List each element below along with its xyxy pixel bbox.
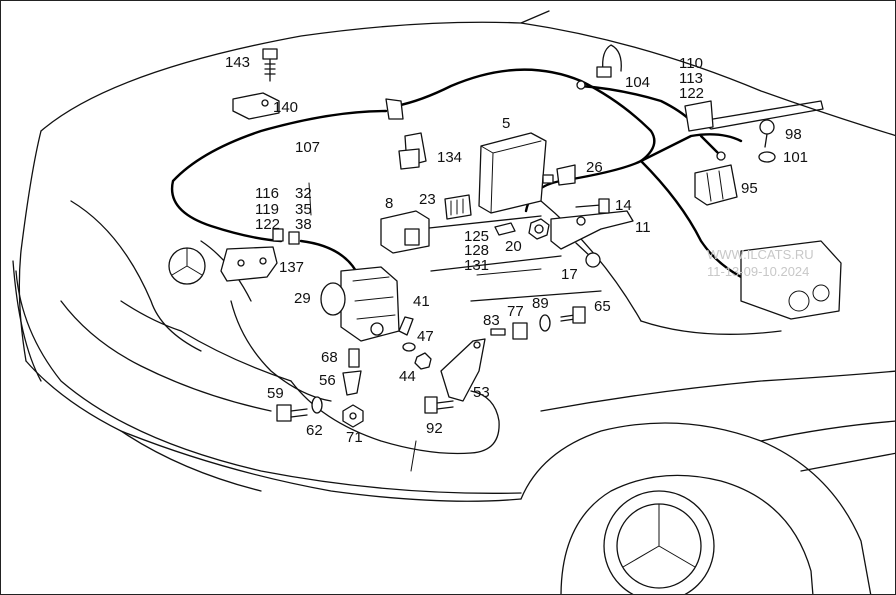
callout-137: 137: [279, 259, 304, 276]
component-14-bolt: [575, 198, 610, 214]
component-17-bolt: [575, 242, 601, 268]
component-125-strip: [494, 222, 516, 236]
component-47-washer: [402, 342, 416, 352]
callout-104: 104: [625, 74, 650, 91]
callout-110: 110: [679, 55, 703, 72]
callout-116: 116: [255, 185, 279, 202]
callout-134: 134: [437, 149, 462, 166]
callout-143: 143: [225, 54, 250, 71]
callout-95: 95: [741, 180, 758, 197]
callout-56: 56: [319, 372, 336, 389]
callout-71: 71: [346, 429, 363, 446]
callout-11: 11: [635, 219, 651, 236]
component-71-nut: [342, 404, 364, 428]
component-68-plug: [348, 348, 360, 368]
component-101-washer: [758, 151, 776, 163]
component-23-plug: [444, 194, 472, 220]
callout-107: 107: [295, 139, 320, 156]
component-44-nut: [414, 352, 432, 370]
component-98-screw: [759, 119, 775, 148]
component-5-control-unit: [478, 132, 554, 214]
component-59-bolt: [276, 404, 308, 422]
component-8-module: [380, 210, 430, 254]
callout-32: 32: [295, 185, 312, 202]
callout-98: 98: [785, 126, 802, 143]
component-harness-clip: [385, 98, 404, 120]
callout-101: 101: [783, 149, 808, 166]
component-89-ring: [539, 314, 551, 332]
callout-140: 140: [273, 99, 298, 116]
component-41-lever: [398, 316, 414, 336]
callout-89: 89: [532, 295, 549, 312]
callout-83: 83: [483, 312, 500, 329]
callout-92: 92: [426, 420, 443, 437]
component-140-bracket: [232, 92, 280, 120]
component-77-bushing: [512, 322, 528, 340]
component-56-bracket: [342, 370, 362, 396]
watermark-date: 11-13-09-10.2024: [707, 264, 809, 279]
component-20-nut: [528, 218, 550, 240]
component-92-bolt: [424, 396, 454, 414]
callout-41: 41: [413, 293, 430, 310]
callout-8: 8: [385, 195, 393, 212]
callout-5: 5: [502, 115, 510, 132]
leader-lines: [308, 182, 542, 472]
callout-128: 128: [464, 242, 489, 259]
component-62-washer: [311, 396, 323, 414]
component-104-sensor: [596, 44, 622, 78]
callout-53: 53: [473, 384, 490, 401]
component-137-bracket: [220, 246, 278, 282]
callout-122-left: 122: [255, 216, 280, 233]
callout-labels: 143 140 107 116 119 122 32 35 38 137 29 …: [225, 54, 808, 446]
callout-23: 23: [419, 191, 436, 208]
component-110-switch: [684, 100, 714, 132]
component-32-connectors: [272, 228, 300, 245]
callout-131: 131: [464, 257, 489, 274]
component-11-bracket: [550, 210, 634, 250]
callout-125: 125: [464, 228, 489, 245]
component-65-bolt: [560, 306, 586, 324]
callout-38: 38: [295, 216, 312, 233]
callout-44: 44: [399, 368, 416, 385]
component-29-actuator: [320, 266, 400, 342]
callout-14: 14: [615, 197, 632, 214]
callout-17: 17: [561, 266, 578, 283]
callout-59: 59: [267, 385, 284, 402]
callout-47: 47: [417, 328, 434, 345]
component-wire-ends: [576, 80, 726, 161]
component-143-bolt: [262, 48, 278, 82]
component-gearbox: [740, 240, 842, 320]
callout-62: 62: [306, 422, 323, 439]
callout-68: 68: [321, 349, 338, 366]
watermark-site: WWW.ILCATS.RU: [707, 247, 814, 262]
component-134-relay: [398, 132, 427, 170]
callout-113: 113: [679, 70, 703, 87]
component-26-connector: [556, 164, 576, 186]
watermark: WWW.ILCATS.RU 11-13-09-10.2024: [707, 247, 814, 279]
callout-35: 35: [295, 201, 312, 218]
component-53-bracket: [440, 338, 486, 402]
callout-119: 119: [255, 201, 279, 218]
callout-20: 20: [505, 238, 522, 255]
component-83-pin: [490, 328, 506, 336]
car-body-outline: [12, 10, 895, 594]
callout-65: 65: [594, 298, 611, 315]
component-95-mount: [694, 164, 738, 206]
callout-29: 29: [294, 290, 311, 307]
callout-122-right: 122: [679, 85, 704, 102]
callout-77: 77: [507, 303, 524, 320]
callout-26: 26: [586, 159, 603, 176]
